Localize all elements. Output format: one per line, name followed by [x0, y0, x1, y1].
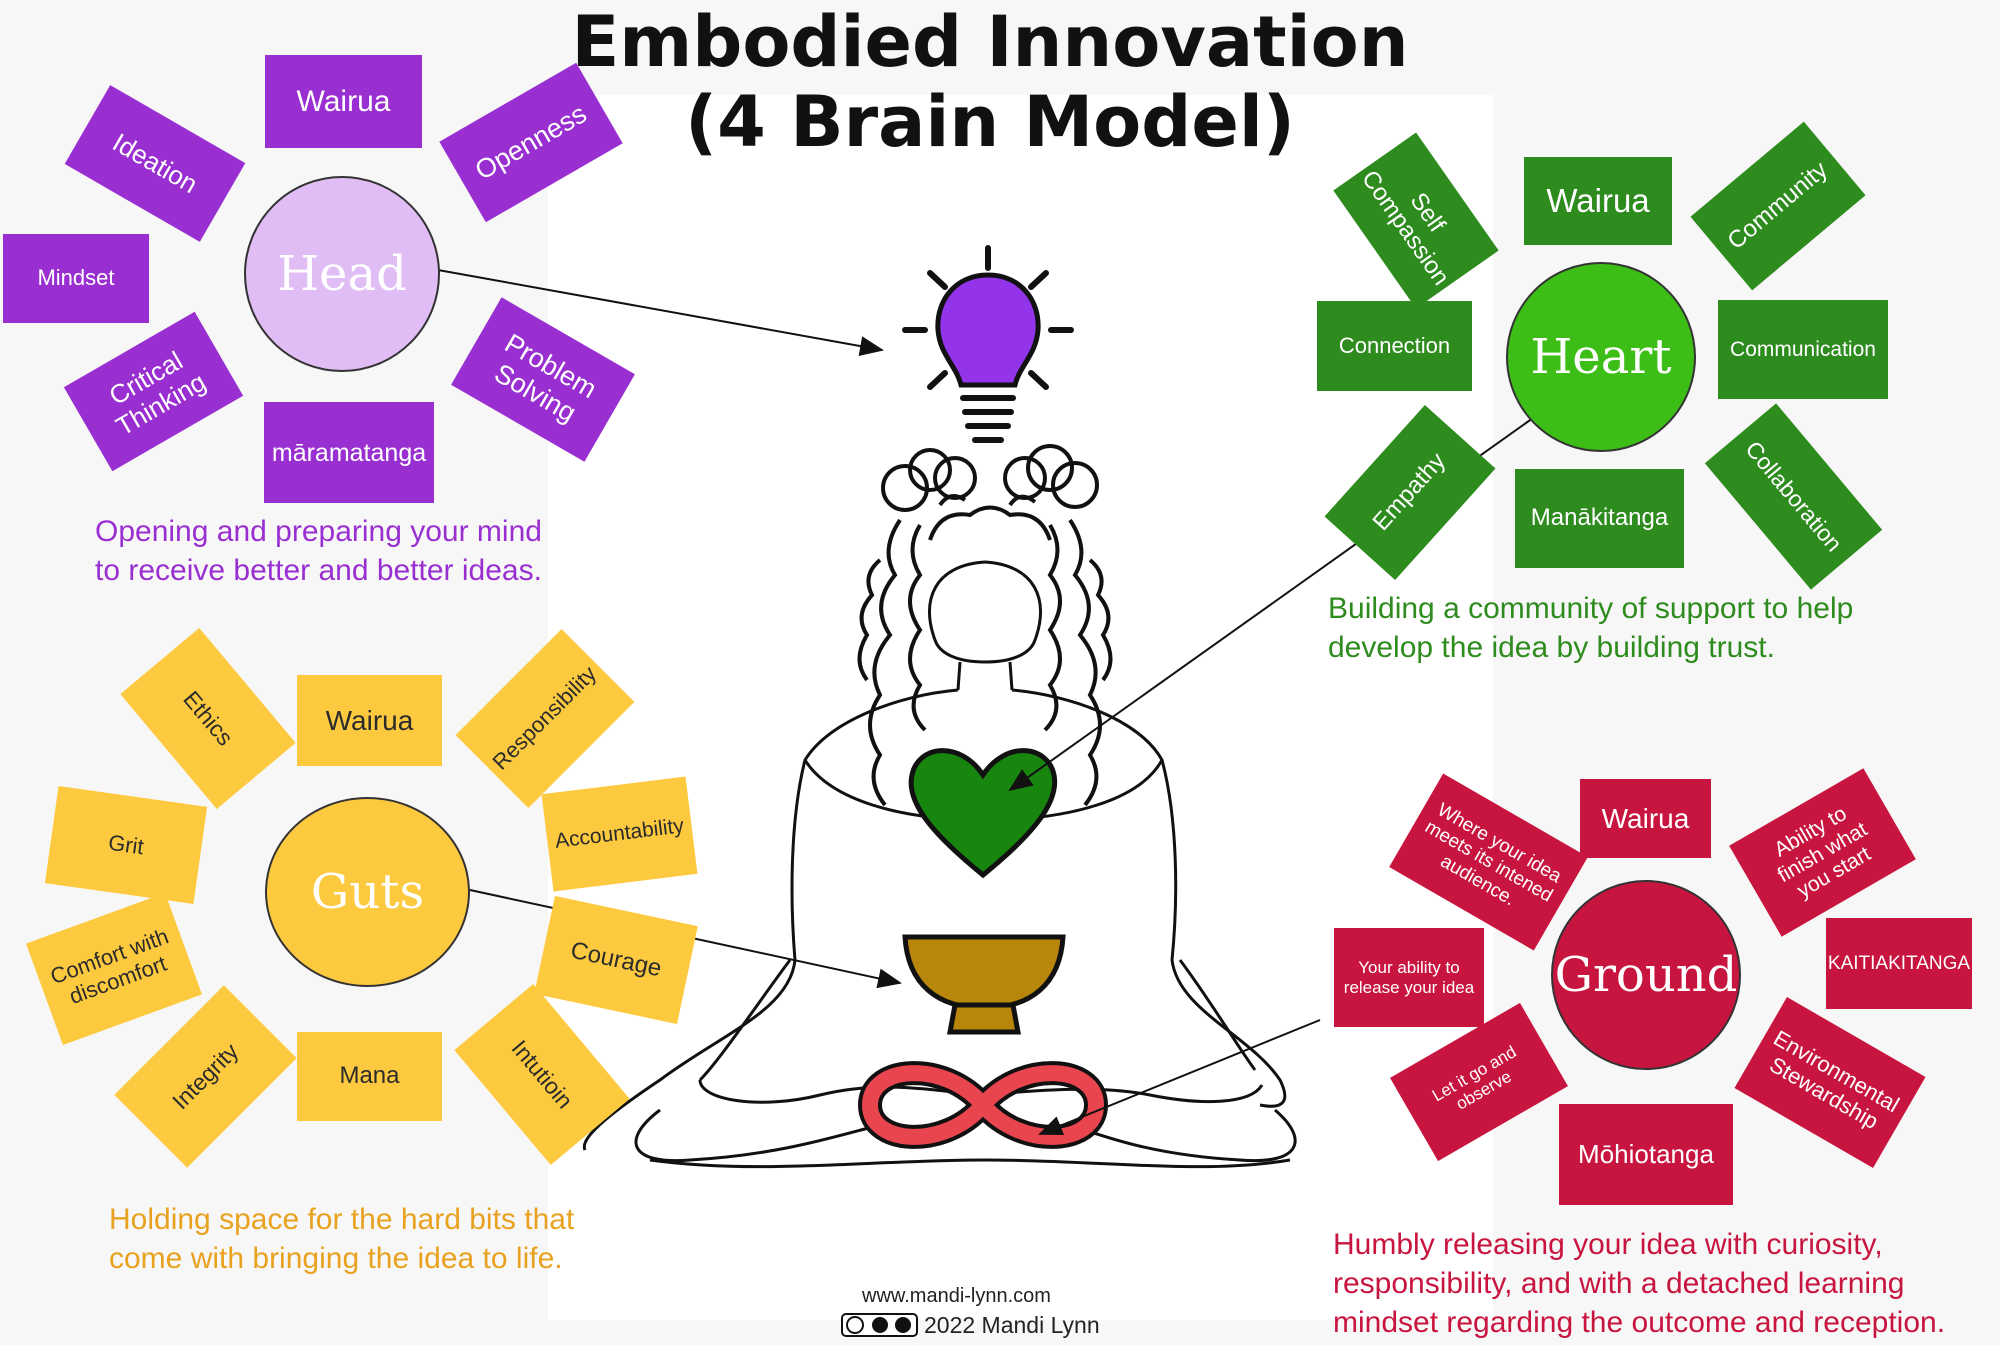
tag-your-ability-to-release: Your ability to release your idea: [1334, 928, 1484, 1027]
head-caption: Opening and preparing your mind to recei…: [95, 515, 542, 587]
tag-grit: Grit: [44, 786, 208, 904]
tag-mana: Mana: [297, 1032, 442, 1121]
heart-hub: Heart: [1506, 262, 1696, 452]
heart-icon: [908, 748, 1058, 879]
ground-caption: Humbly releasing your idea with curiosit…: [1333, 1228, 1946, 1339]
title-line-1: Embodied Innovation: [571, 1, 1409, 83]
website-link[interactable]: www.mandi-lynn.com: [862, 1285, 1051, 1307]
head-hub: Head: [244, 176, 440, 372]
tag-wairua-ground: Wairua: [1580, 779, 1711, 858]
copyright-text: 2022 Mandi Lynn: [924, 1312, 1100, 1338]
tag-mindset: Mindset: [3, 234, 149, 323]
tag-wairua-heart: Wairua: [1524, 157, 1672, 245]
infinity-icon: [857, 1061, 1109, 1149]
tag-accountability: Accountability: [541, 776, 698, 892]
head-connector-arrow: [437, 269, 884, 356]
heart-caption: Building a community of support to help …: [1328, 592, 1854, 664]
guts-hub: Guts: [265, 797, 470, 987]
page-title: Embodied Innovation (4 Brain Model): [500, 2, 1480, 162]
tag-kaitiakitanga: KAITIAKITANGA: [1826, 918, 1972, 1009]
ground-connector-arrow: [1038, 1019, 1321, 1135]
tag-maramatanga: māramatanga: [264, 402, 434, 503]
curly-hair-icon: [857, 444, 1113, 807]
ground-hub: Ground: [1551, 880, 1741, 1070]
tag-communication: Communication: [1718, 300, 1888, 399]
title-line-2: (4 Brain Model): [685, 81, 1295, 163]
tag-wairua-guts: Wairua: [297, 675, 442, 766]
tag-wairua-head: Wairua: [265, 55, 422, 148]
cc-license-badge-icon: [841, 1313, 918, 1337]
bowl-icon: [902, 934, 1066, 1035]
tag-manakitanga: Manākitanga: [1515, 469, 1684, 568]
tag-connection: Connection: [1317, 301, 1472, 391]
tag-mohiotanga: Mōhiotanga: [1559, 1104, 1733, 1205]
guts-caption: Holding space for the hard bits that com…: [109, 1203, 575, 1275]
lightbulb-icon: [902, 245, 1074, 443]
